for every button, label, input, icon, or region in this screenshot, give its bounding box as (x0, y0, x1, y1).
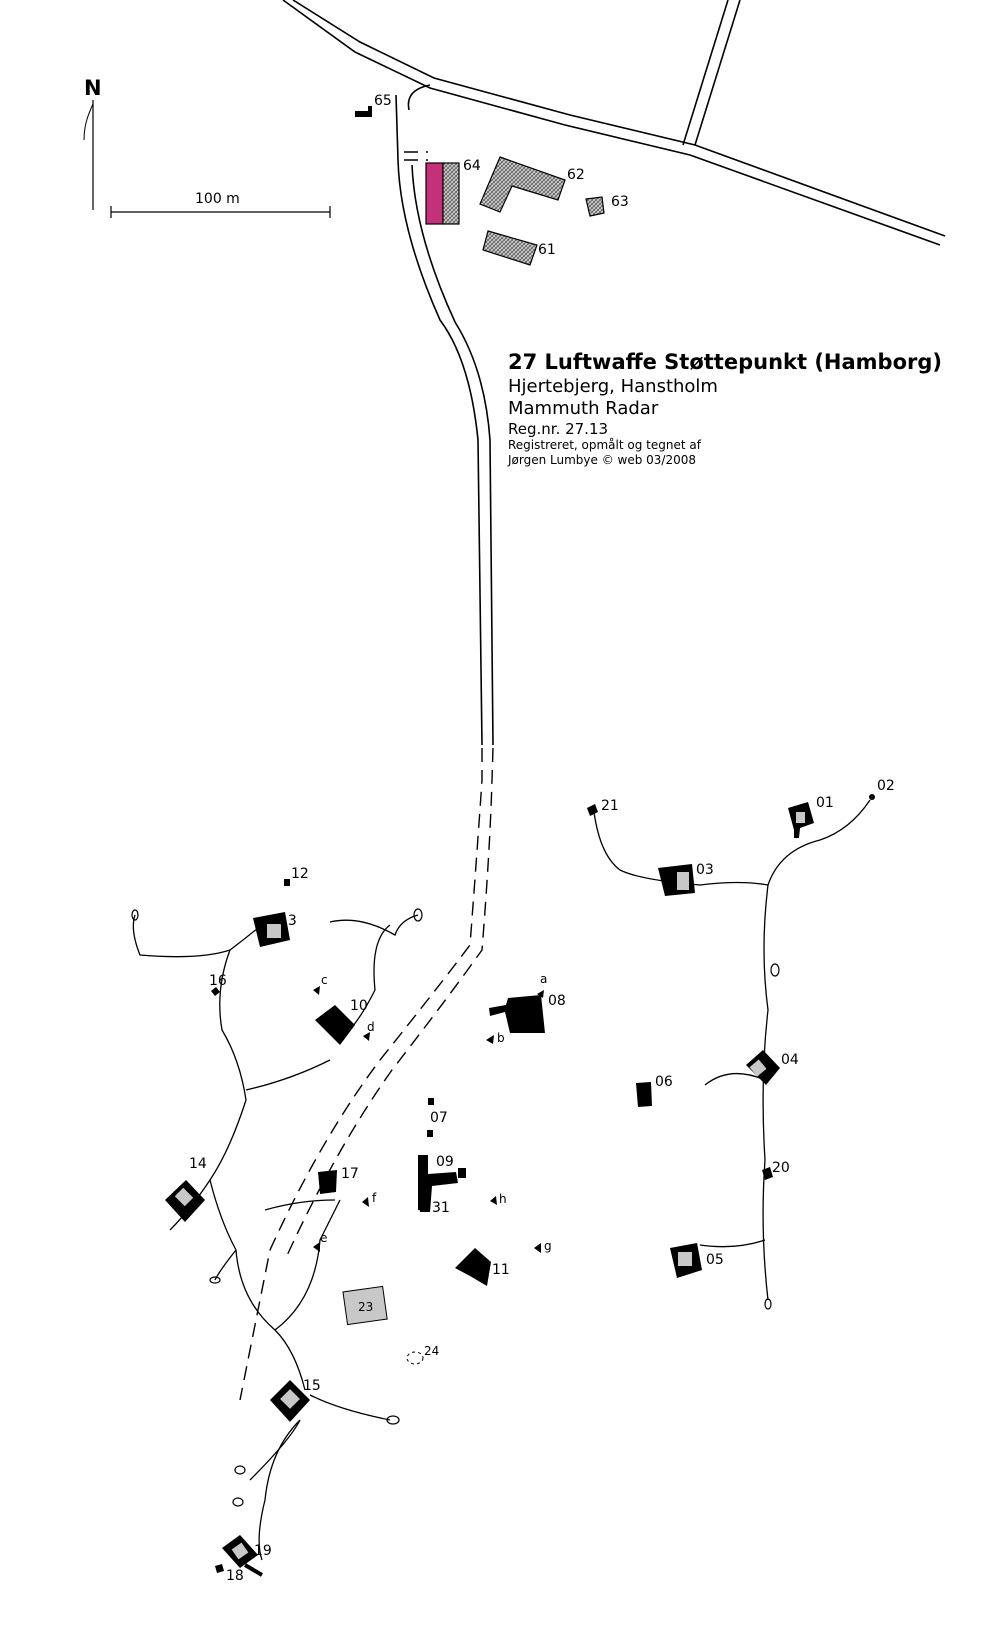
label-14: 14 (189, 1156, 207, 1172)
label-18: 18 (226, 1568, 244, 1584)
label-17: 17 (341, 1166, 359, 1182)
building-09-annex (418, 1155, 428, 1161)
bunker-03 (658, 864, 695, 896)
label-d: d (367, 1020, 375, 1034)
map-title: 27 Luftwaffe Støttepunkt (Hamborg) (508, 350, 942, 374)
label-13: 13 (279, 913, 297, 929)
bunker-05-interior (678, 1252, 692, 1266)
scale-bar: 100 m (110, 191, 331, 218)
map-location: Hjertebjerg, Hanstholm (508, 376, 718, 397)
bunker-19-entrance (243, 1563, 264, 1577)
label-31: 31 (432, 1200, 450, 1216)
roads (239, 0, 946, 1401)
building-65 (355, 106, 372, 117)
building-64-highlight (425, 162, 444, 225)
label-08: 08 (548, 993, 566, 1009)
building-61 (482, 230, 538, 266)
map-credit-2: Jørgen Lumbye © web 03/2008 (507, 453, 696, 467)
marker-07a (428, 1098, 434, 1105)
marker-02 (869, 794, 875, 800)
label-24: 24 (424, 1344, 439, 1358)
label-10: 10 (350, 998, 368, 1014)
building-31 (420, 1200, 430, 1212)
bunker-01-interior (796, 812, 805, 823)
bunker-03-interior (677, 872, 689, 890)
label-12: 12 (291, 866, 309, 882)
bunker-13-interior (267, 924, 281, 938)
marker-16 (211, 987, 220, 996)
label-07: 07 (430, 1110, 448, 1126)
label-21: 21 (601, 798, 619, 814)
area-23 (342, 1285, 388, 1326)
label-01: 01 (816, 795, 834, 811)
label-09: 09 (436, 1154, 454, 1170)
label-04: 04 (781, 1052, 799, 1068)
marker-21 (587, 804, 598, 816)
label-19: 19 (254, 1543, 272, 1559)
label-20: 20 (772, 1160, 790, 1176)
marker-d (363, 1032, 370, 1041)
building-08 (489, 995, 545, 1033)
label-h: h (499, 1192, 507, 1206)
title-block: 27 Luftwaffe Støttepunkt (Hamborg) Hjert… (507, 350, 942, 467)
marker-07b (427, 1130, 433, 1137)
label-03: 03 (696, 862, 714, 878)
label-a: a (540, 972, 547, 986)
building-09 (418, 1160, 458, 1212)
marker-b (486, 1035, 494, 1044)
label-05: 05 (706, 1252, 724, 1268)
label-06: 06 (655, 1074, 673, 1090)
label-e: e (320, 1231, 327, 1245)
map-credit-1: Registreret, opmålt og tegnet af (508, 438, 702, 452)
label-g: g (544, 1239, 552, 1253)
marker-c (313, 986, 320, 995)
map-subject: Mammuth Radar (508, 398, 659, 419)
building-17 (318, 1170, 337, 1194)
label-02: 02 (877, 778, 895, 794)
bunker-14-interior (174, 1187, 194, 1207)
label-b: b (497, 1031, 505, 1045)
marker-h (490, 1196, 497, 1205)
bunker-15-interior (280, 1389, 300, 1409)
label-f: f (372, 1191, 377, 1205)
bunker-04-interior (749, 1059, 767, 1077)
label-64: 64 (463, 158, 481, 174)
marker-g (534, 1243, 541, 1253)
label-11: 11 (492, 1262, 510, 1278)
building-64 (442, 162, 460, 225)
marker-18 (215, 1564, 224, 1573)
labels: 65 64 62 63 61 01 02 03 21 04 06 20 05 0… (189, 93, 895, 1584)
label-61: 61 (538, 242, 556, 258)
marker-f (362, 1197, 369, 1207)
marker-12 (284, 879, 290, 886)
marker-a (537, 990, 544, 998)
label-16: 16 (209, 973, 227, 989)
marker-e (313, 1242, 320, 1252)
map-regnr: Reg.nr. 27.13 (508, 420, 608, 438)
label-65: 65 (374, 93, 392, 109)
bunker-19-interior (231, 1542, 249, 1560)
label-62: 62 (567, 167, 585, 183)
label-c: c (321, 973, 328, 987)
marker-20 (762, 1167, 773, 1180)
scale-label: 100 m (195, 191, 240, 207)
label-63: 63 (611, 194, 629, 210)
label-23: 23 (358, 1300, 373, 1314)
label-15: 15 (303, 1378, 321, 1394)
building-63 (585, 196, 605, 217)
building-11 (455, 1248, 491, 1286)
building-09-annex2 (458, 1168, 466, 1178)
north-label: N (84, 76, 102, 100)
north-arrow: N (83, 76, 102, 210)
footpaths (131, 799, 871, 1561)
bunker-06 (636, 1082, 652, 1107)
bunker-10 (315, 1005, 355, 1045)
building-62 (479, 156, 566, 213)
